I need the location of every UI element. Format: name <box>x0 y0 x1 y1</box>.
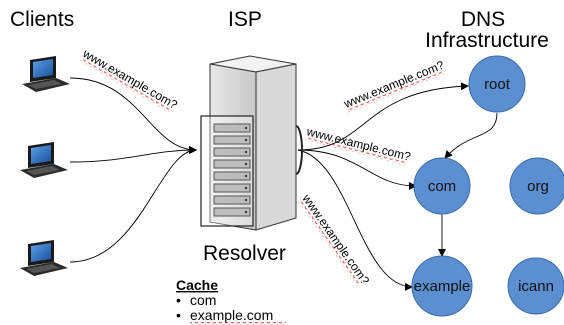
edge-client2-resolver <box>69 146 197 163</box>
edge-resolver-root <box>297 82 469 151</box>
client-laptop-3 <box>20 240 68 276</box>
resolver-server <box>200 55 303 231</box>
cache-item-example: example.com <box>190 307 273 323</box>
dns-node-org-label: org <box>527 178 549 195</box>
dns-node-com-label: com <box>428 178 456 195</box>
dns-node-org: org <box>509 157 564 215</box>
query-label-com: www.example.com? <box>304 124 413 166</box>
isp-heading: ISP <box>228 8 262 31</box>
laptop-icon <box>22 56 70 92</box>
com-query-text: www.example.com? <box>304 124 412 164</box>
client-laptop-2 <box>20 142 68 178</box>
query-label-example: www.example.com? <box>297 191 372 288</box>
query-label-client: www.example.com? <box>79 46 180 113</box>
laptop-icon <box>20 142 68 178</box>
cache-item-bullet: • <box>176 292 181 308</box>
client-query-edges <box>69 77 197 263</box>
edge-client3-resolver <box>69 146 197 263</box>
dns-node-icann-label: icann <box>518 278 554 295</box>
edge-resolver-example <box>297 149 413 291</box>
dns-node-icann: icann <box>507 257 564 315</box>
cache-title: Cache <box>176 277 218 293</box>
dns-node-root: root <box>468 55 526 113</box>
clients-heading: Clients <box>10 8 74 31</box>
dns-node-example: example <box>411 255 473 317</box>
cache-item-bullet: • <box>176 307 181 323</box>
server-rack-icon <box>200 55 303 231</box>
dns-heading-line2: Infrastructure <box>425 29 549 52</box>
edge-resolver-com <box>297 149 417 190</box>
dns-node-com: com <box>413 157 471 215</box>
client-laptop-1 <box>22 56 70 92</box>
query-label-root: www.example.com? <box>341 58 446 113</box>
example-query-text: www.example.com? <box>299 191 372 288</box>
cache-box: Cache • com • example.com <box>176 277 286 325</box>
cache-item-com: com <box>190 292 216 308</box>
edge-root-com <box>444 112 498 159</box>
spellcheck-underline <box>190 322 286 325</box>
dns-node-example-label: example <box>414 278 471 295</box>
laptop-icon <box>20 240 68 276</box>
dns-node-root-label: root <box>484 76 511 93</box>
resolver-query-edges <box>297 82 498 291</box>
resolver-label: Resolver <box>203 242 286 265</box>
edge-client1-resolver <box>69 77 197 154</box>
dns-heading-line1: DNS <box>461 8 505 31</box>
